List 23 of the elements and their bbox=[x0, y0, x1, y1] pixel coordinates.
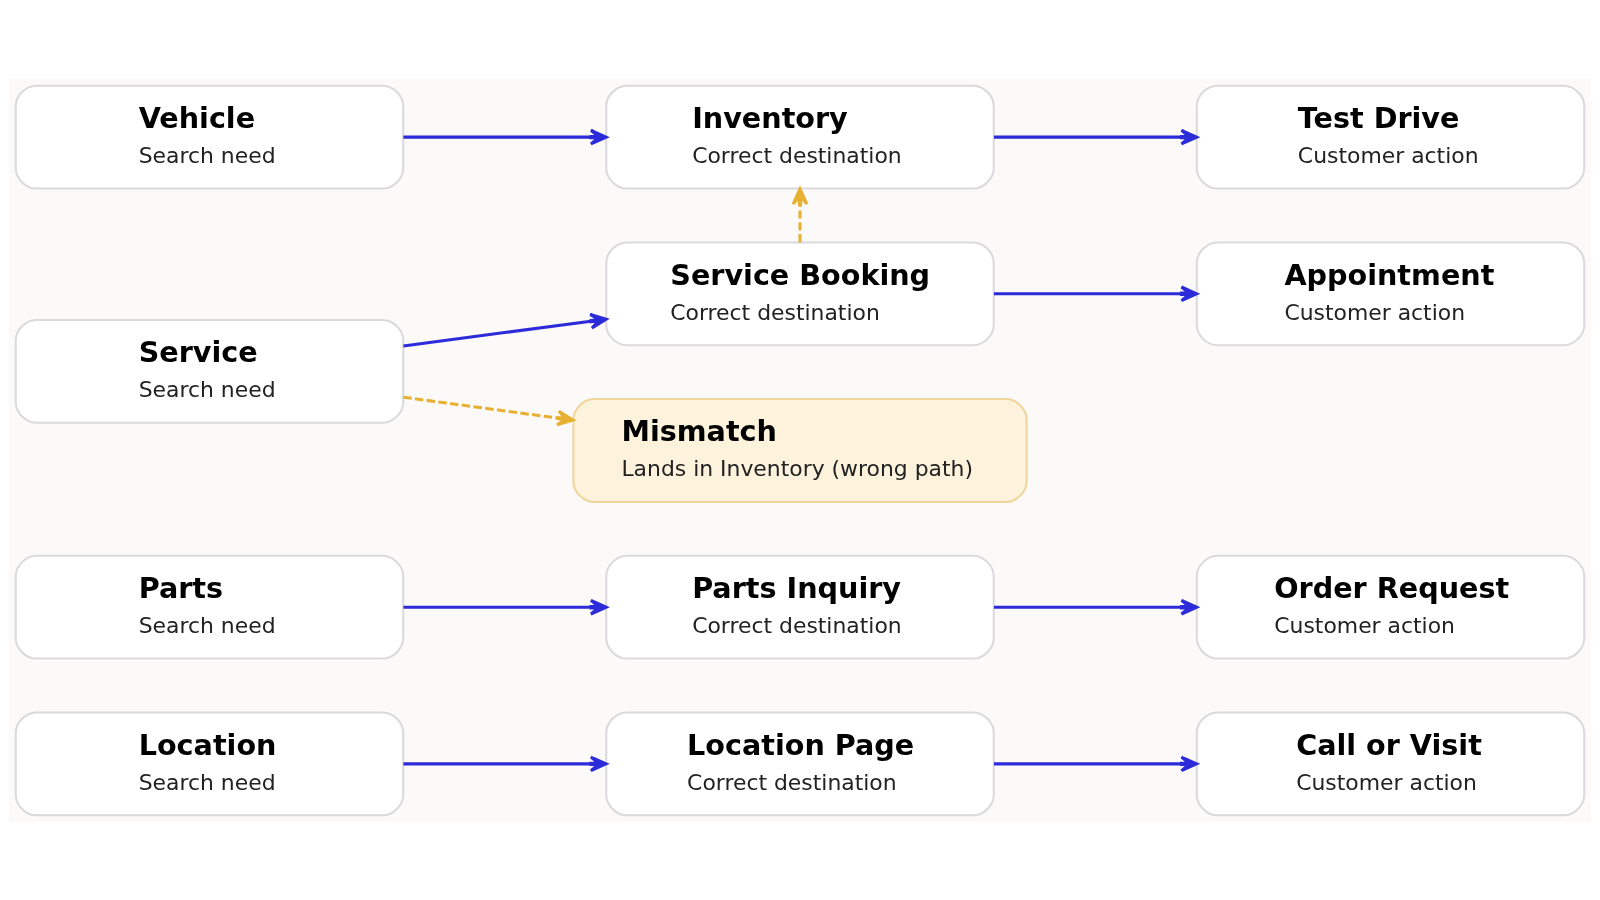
node-box: Location Page Correct destination bbox=[605, 711, 995, 816]
arrow bbox=[403, 395, 575, 426]
arrow bbox=[993, 755, 1199, 772]
node-box: Service Search need bbox=[14, 318, 405, 424]
node-box: Vehicle Search need bbox=[14, 84, 405, 189]
node-box: Service Booking Correct destination bbox=[605, 240, 995, 346]
node-box: Parts Search need bbox=[14, 554, 405, 660]
node-box: Order Request Customer action bbox=[1195, 554, 1586, 660]
arrow bbox=[791, 186, 809, 242]
node-box: Test Drive Customer action bbox=[1195, 84, 1586, 189]
node-box: Appointment Customer action bbox=[1195, 240, 1586, 346]
arrow bbox=[403, 128, 608, 145]
node-box: Parts Inquiry Correct destination bbox=[605, 554, 995, 660]
arrow bbox=[403, 312, 608, 347]
arrow bbox=[403, 598, 608, 616]
arrow bbox=[993, 284, 1199, 302]
node-box: Inventory Correct destination bbox=[605, 84, 995, 189]
arrow bbox=[993, 598, 1199, 616]
arrow bbox=[403, 755, 608, 772]
node-box: Mismatch Lands in Inventory (wrong path) bbox=[572, 397, 1028, 503]
node-box: Call or Visit Customer action bbox=[1195, 711, 1586, 816]
node-box: Location Search need bbox=[14, 711, 405, 816]
arrow bbox=[993, 128, 1199, 145]
